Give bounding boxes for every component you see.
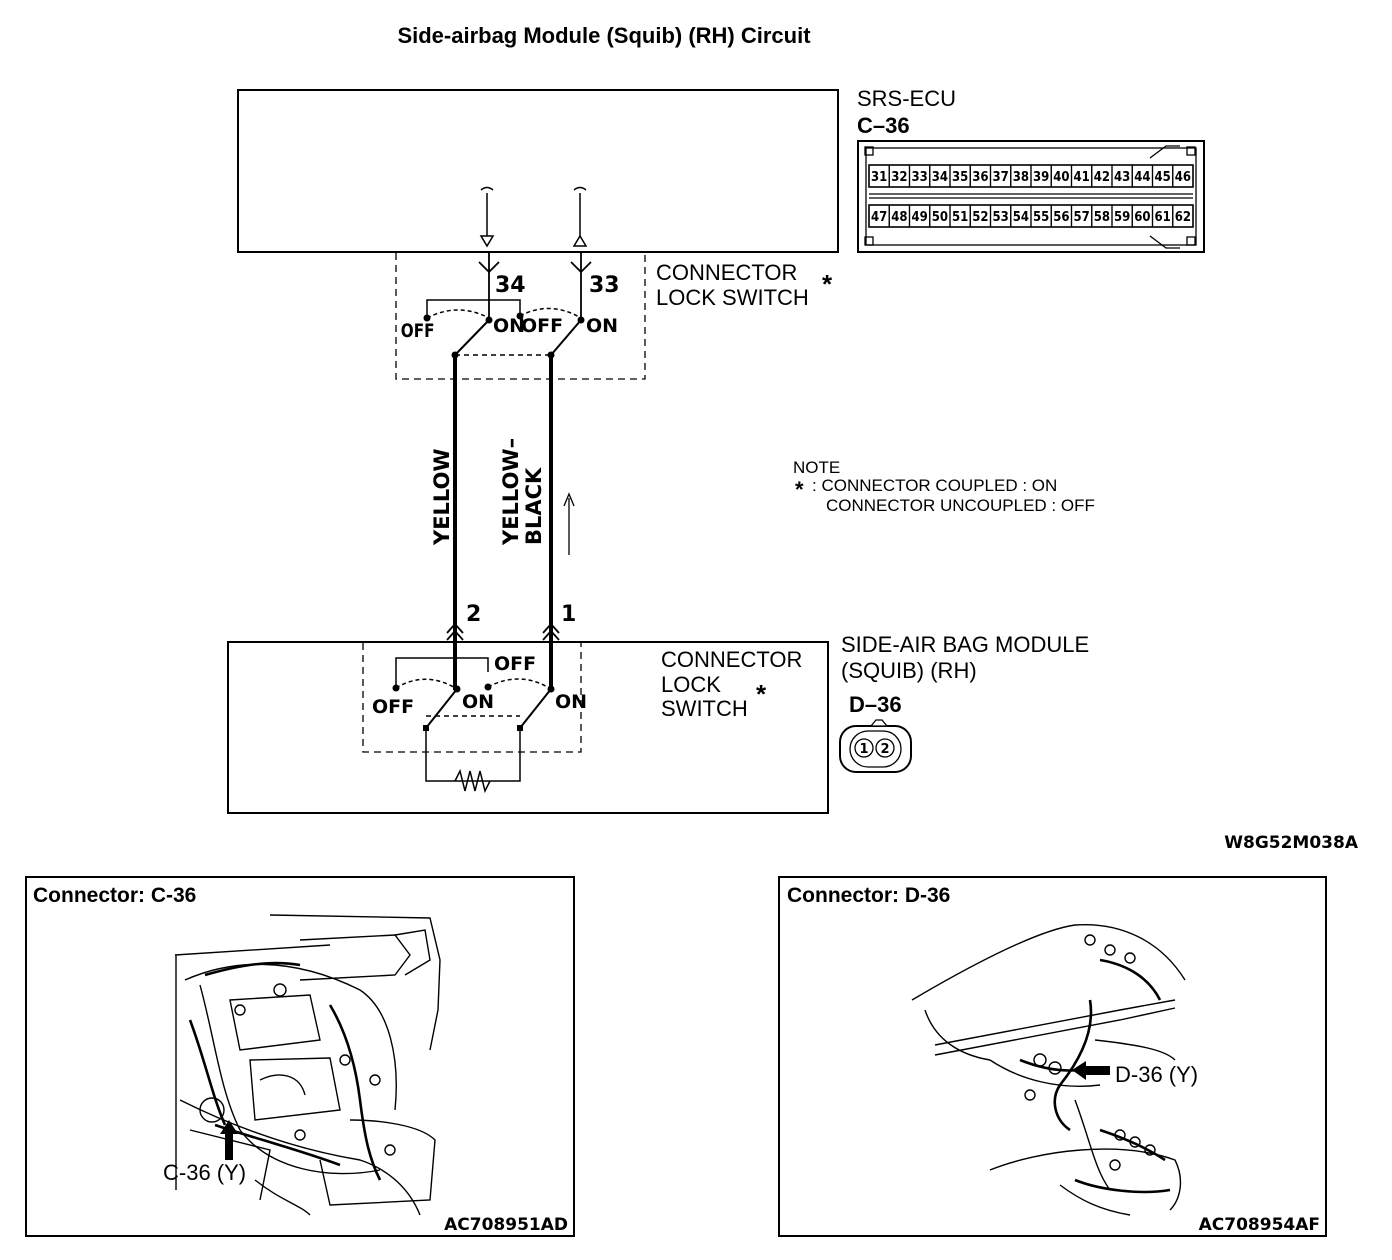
panel-c36-frame [25, 876, 575, 1237]
yellow-wire-label: YELLOW [430, 448, 454, 546]
c36-pin-number: 33 [911, 170, 927, 185]
c36-pin-number: 40 [1053, 170, 1069, 185]
upper-left-on-label: ON [493, 315, 525, 337]
seat-illustration [911, 923, 1186, 1216]
c36-pin-number: 59 [1114, 210, 1130, 225]
c36-pin-number: 56 [1053, 210, 1069, 225]
c36-pin-number: 44 [1134, 170, 1150, 185]
module-name-line-1: SIDE-AIR BAG MODULE [841, 632, 1089, 657]
c36-pin-number: 45 [1154, 170, 1170, 185]
upper-right-on-label: ON [586, 315, 618, 337]
module-name-line-2: (SQUIB) (RH) [841, 658, 977, 683]
d36-pin-2: 2 [880, 742, 889, 757]
module-terminal-1-symbol [542, 622, 560, 641]
lower-lock-switch-label-3: SWITCH [661, 696, 748, 721]
c36-pin-number: 57 [1073, 210, 1089, 225]
srs-ecu-box [237, 89, 839, 253]
c36-location-arrow [220, 1120, 238, 1160]
yellow-black-wire-label-2: BLACK [522, 467, 546, 545]
lower-switch-nodes [392, 683, 555, 731]
panel-d36-code: AC708954AF [1199, 1215, 1320, 1235]
c36-pin-cell [1172, 204, 1194, 228]
d36-connector-face [839, 719, 912, 773]
upper-lock-switch-asterisk: * [822, 269, 833, 299]
terminal-34-label: 34 [495, 273, 526, 298]
terminal-33-symbol [570, 252, 592, 320]
note-asterisk: * [795, 477, 804, 502]
c36-pin-number: 31 [871, 170, 887, 185]
c36-pin-number: 41 [1073, 170, 1089, 185]
c36-pin-number: 47 [871, 210, 887, 225]
lower-lock-switch-label-2: LOCK [661, 672, 721, 697]
panel-c36-code: AC708951AD [444, 1215, 568, 1235]
note-heading: NOTE [793, 458, 840, 477]
panel-c36-title: Connector: C-36 [33, 884, 196, 907]
lower-left-off-label: OFF [372, 696, 414, 718]
c36-pin-number: 32 [891, 170, 907, 185]
upper-right-off-label: OFF [521, 315, 563, 337]
note-line-1: : CONNECTOR COUPLED : ON [812, 476, 1057, 495]
c36-pin-number: 54 [1013, 210, 1029, 225]
c36-pin-number: 46 [1175, 170, 1191, 185]
dashboard-illustration [174, 914, 441, 1216]
upper-switch-contacts [426, 299, 582, 356]
c36-pin-number: 60 [1134, 210, 1150, 225]
upper-lock-switch-label-2: LOCK SWITCH [656, 285, 809, 310]
c36-pin-number: 48 [891, 210, 907, 225]
c36-pin-number: 50 [932, 210, 948, 225]
lower-right-on-label: ON [555, 691, 587, 713]
d36-connector-label: D–36 [849, 692, 902, 717]
c36-pin-number: 49 [911, 210, 927, 225]
panel-d36-frame [778, 876, 1327, 1237]
c36-pin-number: 34 [932, 170, 948, 185]
lower-left-on-label: ON [462, 691, 494, 713]
yellow-black-wire-label-1: YELLOW– [499, 438, 523, 546]
c36-pin-number: 35 [952, 170, 968, 185]
module-terminal-2-label: 2 [466, 602, 481, 627]
c36-pin-number: 55 [1033, 210, 1049, 225]
ecu-internal-signal-right [572, 186, 588, 247]
side-airbag-module-box [227, 641, 829, 814]
d36-callout: D-36 (Y) [1115, 1062, 1198, 1087]
terminal-33-label: 33 [589, 273, 620, 298]
c36-pin-number: 38 [1013, 170, 1029, 185]
module-lock-switch-dashed-box [362, 641, 582, 753]
c36-pin-number: 36 [972, 170, 988, 185]
c36-pin-number: 39 [1033, 170, 1049, 185]
module-terminal-1-label: 1 [561, 602, 576, 627]
c36-pin-number: 61 [1154, 210, 1170, 225]
c36-pin-number: 42 [1094, 170, 1110, 185]
lower-lock-switch-asterisk: * [756, 679, 767, 709]
c36-pin-number: 53 [992, 210, 1008, 225]
diagram-code: W8G52M038A [1224, 833, 1359, 853]
c36-pin-number: 52 [972, 210, 988, 225]
module-terminal-2-symbol [446, 622, 464, 641]
ecu-lock-switch-dashed-box [395, 251, 646, 380]
d36-location-arrow [1072, 1061, 1110, 1080]
note-line-2: CONNECTOR UNCOUPLED : OFF [826, 496, 1095, 515]
upper-left-off-label: OFF [401, 320, 435, 342]
srs-ecu-label: SRS-ECU [857, 86, 956, 111]
lower-switch-contacts [395, 657, 552, 794]
diagram-title: Side-airbag Module (Squib) (RH) Circuit [397, 23, 811, 48]
panel-d36-title: Connector: D-36 [787, 884, 950, 907]
upper-lock-switch-label-1: CONNECTOR [656, 260, 797, 285]
d36-pin-1: 1 [859, 742, 868, 757]
c36-pin-number: 37 [992, 170, 1008, 185]
current-direction-arrow [563, 492, 575, 555]
c36-connector-face: 31 32 33 34 35 36 37 38 39 40 41 42 43 44 45 46 47 48 49 5… [857, 140, 1205, 253]
c36-pin-number: 58 [1094, 210, 1110, 225]
c36-connector-label: C–36 [857, 113, 910, 138]
ecu-internal-signal-left [479, 186, 495, 248]
terminal-34-symbol [478, 252, 500, 320]
c36-pin-number: 43 [1114, 170, 1130, 185]
lower-lock-switch-label-1: CONNECTOR [661, 647, 802, 672]
c36-callout: C-36 (Y) [163, 1160, 246, 1185]
c36-pin-number: 51 [952, 210, 968, 225]
c36-pin-number: 62 [1175, 210, 1191, 225]
lower-upper-off-label: OFF [494, 653, 536, 675]
c36-pin-cell [1172, 164, 1194, 188]
